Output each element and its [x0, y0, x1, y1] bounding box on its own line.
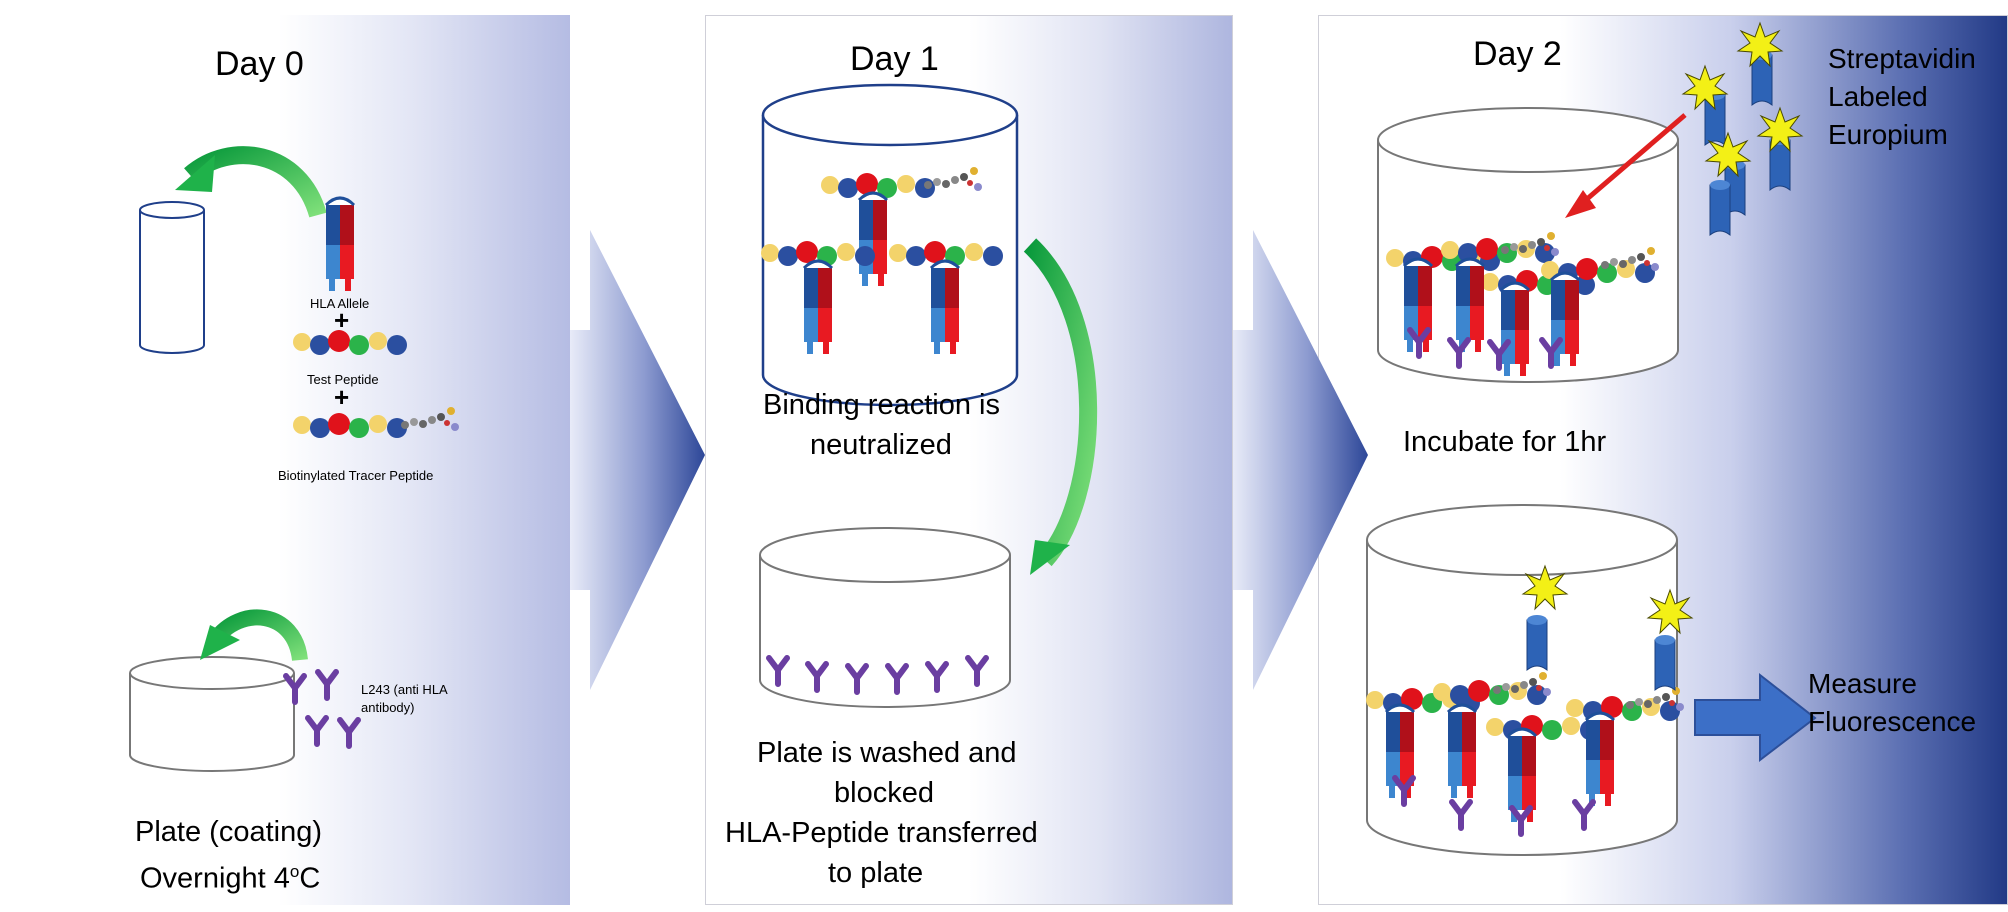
plate-day0 [129, 656, 295, 772]
process-arrow-1 [570, 230, 705, 690]
streptavidin-label-line3: Europium [1828, 119, 1948, 150]
wash-label-line3: HLA-Peptide transferred [725, 817, 1038, 849]
streptavidin-label-line1: Streptavidin [1828, 43, 1976, 74]
tube-day0 [139, 201, 205, 354]
measure-label-line2: Fluorescence [1808, 706, 1977, 737]
measure-arrow [1694, 672, 1817, 763]
plate-coating-label: Plate (coating) [135, 816, 322, 848]
hla-allele-icon [324, 196, 356, 293]
green-arrow-day1 [1023, 238, 1098, 567]
red-arrow [1578, 113, 1687, 207]
plate-day2-top [1377, 107, 1679, 383]
plate-day1 [759, 527, 1011, 708]
test-peptide-label: Test Peptide [307, 372, 379, 387]
day1-title: Day 1 [850, 40, 939, 78]
wash-label-line1: Plate is washed and [757, 737, 1017, 769]
green-arrow-day0-bottom [208, 609, 308, 662]
streptavidin-label-line2: Labeled [1828, 81, 1928, 112]
test-peptide-icon [293, 330, 407, 355]
tracer-peptide-label: Biotinylated Tracer Peptide [278, 468, 434, 483]
wash-label-line4: to plate [828, 857, 924, 889]
process-arrow-2 [1233, 230, 1368, 690]
plus-sign: + [334, 382, 350, 412]
tracer-peptide-icon [293, 413, 407, 438]
panel-day0 [40, 15, 570, 905]
day0-title: Day 0 [215, 45, 304, 83]
day2-title: Day 2 [1473, 35, 1562, 73]
streptavidin-europium-group [1682, 22, 1803, 236]
overnight-label: Overnight 4oC [140, 862, 321, 895]
antibody-label-line2: antibody) [361, 700, 415, 715]
binding-label-line1: Binding reaction is [763, 389, 1000, 421]
binding-label-line2: neutralized [810, 429, 952, 461]
measure-label-line1: Measure [1808, 668, 1917, 699]
wash-label-line2: blocked [834, 777, 934, 809]
plus-sign: + [334, 305, 350, 335]
antibody-label-line1: L243 (anti HLA [361, 682, 448, 697]
hla-allele-label: HLA Allele [310, 296, 370, 311]
incubate-label: Incubate for 1hr [1403, 426, 1607, 458]
